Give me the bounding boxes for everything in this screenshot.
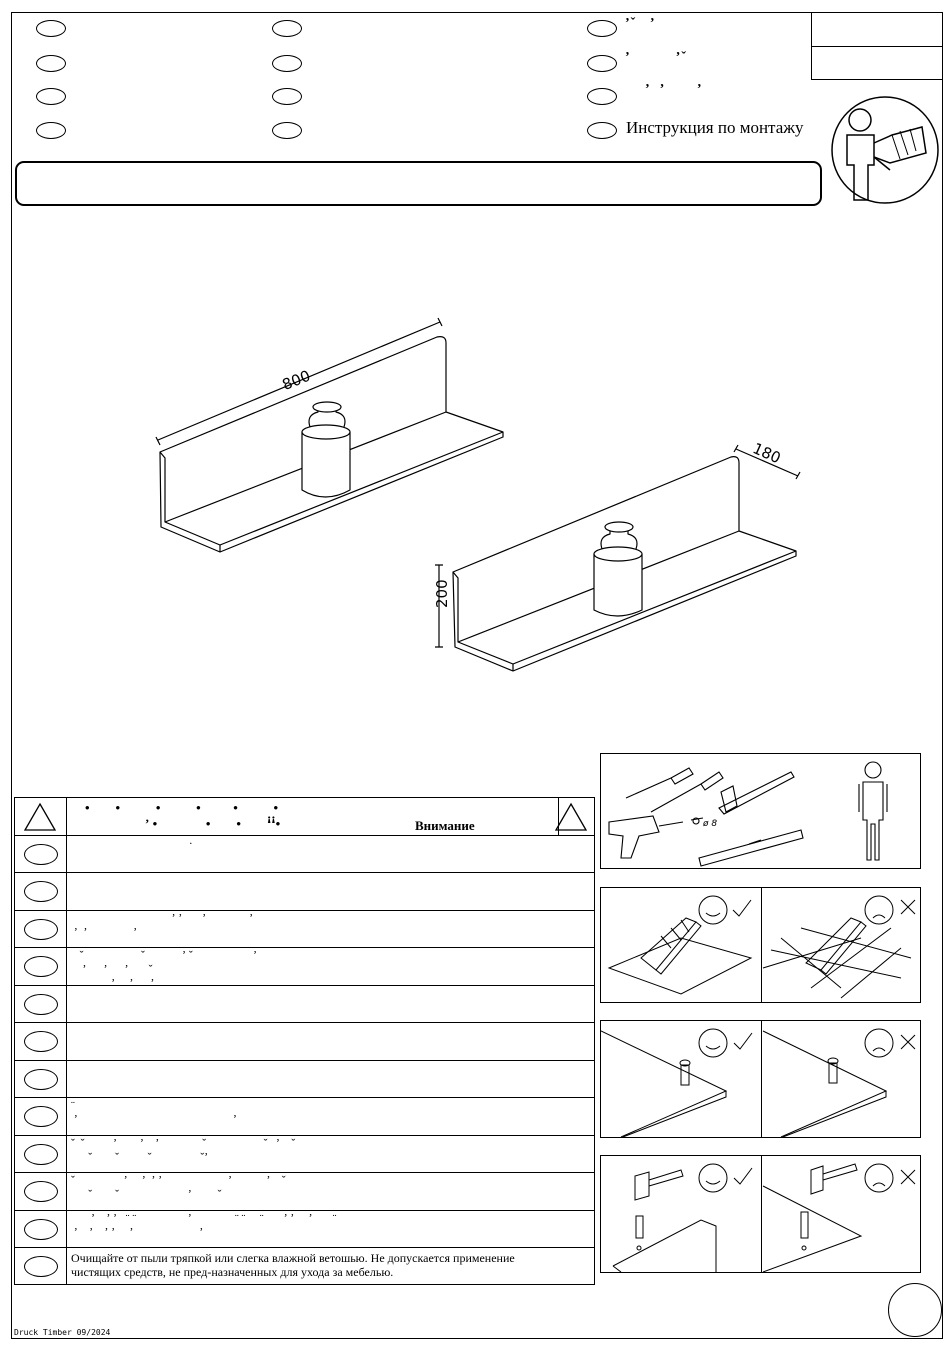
language-oval xyxy=(24,956,58,977)
language-oval xyxy=(24,1106,58,1127)
warning-text: ʼ ʼ ʼ ʼ ʼ ʼ ʼ xyxy=(73,913,254,939)
warning-text: Очищайте от пыли тряпкой или слегка влаж… xyxy=(71,1251,515,1279)
warning-row: ˇ ˇ ʼ ˇ ʼ ʼ ʼ ʼ ˇ ʼ ʼ ʼ xyxy=(15,948,594,990)
dimension-depth: 180 xyxy=(750,439,783,467)
language-label: ʼ ʼ ʼ xyxy=(645,82,703,97)
language-oval xyxy=(24,994,58,1015)
language-oval xyxy=(24,919,58,940)
language-oval xyxy=(272,20,302,37)
language-oval xyxy=(36,88,66,105)
warning-text: ˇ ˇ ʼ ʼ ʼ ˇ ˇ ʼ ˇ ˇ ˇ ˇ ˇʼ xyxy=(71,1138,296,1164)
floor-protection-illustration xyxy=(607,895,916,999)
warning-title: Внимание xyxy=(415,818,475,833)
language-oval xyxy=(24,881,58,902)
warning-text: ˇ ʼ ʼ ʼ ʼ ʼ ʼ ˇ ˇ ˇ ʼ ˇ xyxy=(71,1175,286,1201)
warning-row: ʼ ʼ ʼ ʼ ʼ ʼ ʼ xyxy=(15,911,594,948)
language-oval xyxy=(36,55,66,72)
read-manual-icon xyxy=(831,96,939,204)
warning-text: ʼ ʼ ʼ ¨ ¨ ʼ ¨ ¨ ¨ ʼ ʼ ʼ ¨ ʼ ʼ ʼ ʼ ʼ ʼ xyxy=(73,1213,337,1239)
warning-text: · xyxy=(71,838,193,850)
product-title-bar xyxy=(15,161,822,206)
warning-row xyxy=(15,873,594,911)
language-oval xyxy=(587,55,617,72)
language-label: ʼ ʼˇ xyxy=(625,50,687,65)
connector-illustration xyxy=(600,1028,916,1138)
warning-row: Очищайте от пыли тряпкой или слегка влаж… xyxy=(15,1248,594,1284)
page-number-circle xyxy=(888,1283,942,1337)
warning-text: ¨ ʼ ʼ xyxy=(71,1100,237,1126)
warning-marks: ʼ • • • ꜞꜞ• xyxy=(145,816,281,831)
language-oval xyxy=(24,1031,58,1052)
dimension-length: 800 xyxy=(280,367,313,394)
language-label: ʼˇ ʼ xyxy=(625,16,656,31)
dowel-panel xyxy=(600,1155,921,1273)
language-oval xyxy=(587,122,617,139)
warning-row: ˇ ˇ ʼ ʼ ʼ ˇ ˇ ʼ ˇ ˇ ˇ ˇ ˇʼ xyxy=(15,1136,594,1173)
svg-text:ø 8: ø 8 xyxy=(702,819,717,829)
language-oval xyxy=(24,1219,58,1240)
language-oval xyxy=(272,88,302,105)
warning-row: ¨ ʼ ʼ xyxy=(15,1098,594,1136)
dowel-illustration xyxy=(612,1163,916,1273)
print-code: Druck Timber 09/2024 xyxy=(14,1328,111,1337)
warning-row: ˇ ʼ ʼ ʼ ʼ ʼ ʼ ˇ ˇ ˇ ʼ ˇ xyxy=(15,1173,594,1211)
warning-row: · xyxy=(15,836,594,873)
warning-row xyxy=(15,1023,594,1061)
tools-illustration: ø 8 xyxy=(608,761,888,867)
instruction-title: Инструкция по монтажу xyxy=(626,118,804,137)
warning-triangle-icon xyxy=(23,802,57,831)
warnings-header: • • • • • • ʼ • • • ꜞꜞ• Внимание xyxy=(15,798,594,836)
language-oval xyxy=(24,1144,58,1165)
language-oval xyxy=(24,1256,58,1277)
language-oval xyxy=(587,88,617,105)
language-oval xyxy=(24,1181,58,1202)
warning-row xyxy=(15,986,594,1023)
warning-row: ʼ ʼ ʼ ¨ ¨ ʼ ¨ ¨ ¨ ʼ ʼ ʼ ¨ ʼ ʼ ʼ ʼ ʼ ʼ xyxy=(15,1211,594,1248)
language-oval xyxy=(24,844,58,865)
connector-panel xyxy=(600,1020,921,1138)
dimension-height: 200 xyxy=(433,579,451,608)
warning-triangle-icon xyxy=(554,802,588,831)
language-oval xyxy=(24,1069,58,1090)
page-frame xyxy=(11,12,943,1339)
language-oval xyxy=(36,20,66,37)
warning-text: ˇ ˇ ʼ ˇ ʼ ʼ ʼ ʼ ˇ ʼ ʼ ʼ xyxy=(79,950,257,990)
warning-row xyxy=(15,1061,594,1098)
language-oval xyxy=(272,55,302,72)
warnings-table: • • • • • • ʼ • • • ꜞꜞ• Внимание · xyxy=(14,797,595,1285)
article-code-box xyxy=(811,12,943,80)
language-oval xyxy=(272,122,302,139)
language-oval xyxy=(587,20,617,37)
shelf-load-drawing: 800 180 200 xyxy=(155,317,801,672)
floor-protection-panel xyxy=(600,887,921,1003)
tools-panel: ø 8 xyxy=(600,753,921,869)
warning-marks: • • • • • • xyxy=(85,800,279,815)
language-oval xyxy=(36,122,66,139)
